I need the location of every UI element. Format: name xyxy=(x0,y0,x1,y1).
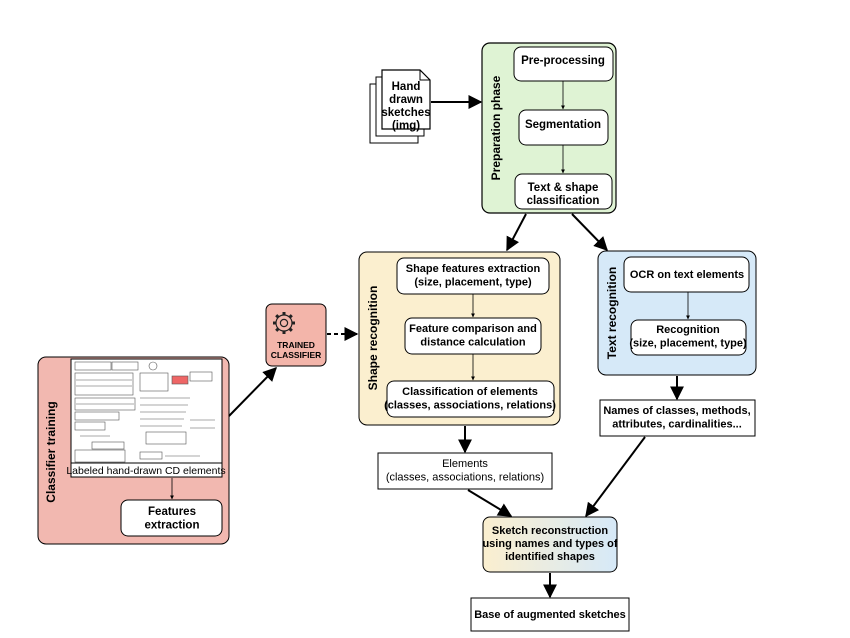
text-recognition-title: Text recognition xyxy=(605,267,619,359)
classification-of-elements-label: Classification of elements (classes, asso… xyxy=(384,386,556,412)
classifier-training-group: Classifier training xyxy=(37,356,230,545)
features-extraction-label: Features extraction xyxy=(145,506,200,532)
features-extraction-box xyxy=(120,499,223,537)
connectors xyxy=(170,81,690,599)
shape-recognition-group: Shape recognition Shape features extract… xyxy=(358,251,561,426)
segmentation-label: Segmentation xyxy=(525,119,601,131)
sketches-label-line: sketches xyxy=(381,107,430,119)
text-shape-classification-label-line: Text & shape xyxy=(528,182,599,194)
features-extraction-label-line: extraction xyxy=(145,520,200,532)
classification-of-elements-label-line: (classes, associations, relations) xyxy=(384,400,556,412)
sketches-label-line: Hand xyxy=(392,81,421,93)
ocr-box xyxy=(623,256,750,293)
names-output-box xyxy=(599,399,756,437)
gear-icon xyxy=(273,312,295,334)
sketch-reconstruction-label-line: using names and types of xyxy=(482,538,617,550)
arrow-preparation-to-text xyxy=(571,213,608,252)
preparation-phase-title: Preparation phase xyxy=(489,75,503,180)
sketches-label-line: drawn xyxy=(389,94,423,106)
features-extraction-label-line: Features xyxy=(148,506,196,518)
augmented-sketches-label-line: Base of augmented sketches xyxy=(474,609,626,621)
feature-comparison-label: Feature comparison and distance calculati… xyxy=(409,323,537,349)
recognition-label: Recognition (size, placement, type) xyxy=(629,324,747,350)
labeled-cd-elements-image xyxy=(70,358,223,478)
preprocessing-label: Pre-processing xyxy=(521,55,605,67)
arrow-elements-to-reconstruction xyxy=(467,489,513,517)
trained-classifier-label-line: Trained xyxy=(277,340,315,350)
arrow-training-to-classifier xyxy=(228,366,277,417)
names-output-label: Names of classes, methods, attributes, ca… xyxy=(603,405,750,431)
labeled-cd-elements-caption: Labeled hand-drawn CD elements xyxy=(66,465,225,477)
sketch-page-front xyxy=(381,69,431,130)
trained-classifier-label-line: classifier xyxy=(271,350,322,360)
arrow-preparation-to-shape xyxy=(506,213,527,252)
feature-comparison-label-line: Feature comparison and xyxy=(409,323,537,335)
classification-of-elements-label-line: Classification of elements xyxy=(402,386,538,398)
preparation-phase-group: Preparation phase Pre-processing Segment… xyxy=(481,42,617,214)
text-recognition-group: Text recognition OCR on text elements Re… xyxy=(597,250,757,376)
sketch-reconstruction-label-line: Sketch reconstruction xyxy=(492,525,608,537)
shape-features-extraction-label: Shape features extraction (size, placemen… xyxy=(406,263,541,289)
augmented-sketches-label: Base of augmented sketches xyxy=(474,609,626,621)
shape-recognition-title: Shape recognition xyxy=(366,286,380,391)
sketches-label-line: (img) xyxy=(392,120,420,132)
text-shape-classification-label-line: classification xyxy=(527,195,600,207)
segmentation-label-line: Segmentation xyxy=(525,119,601,131)
recognition-label-line: (size, placement, type) xyxy=(629,338,747,350)
segmentation-box xyxy=(518,109,609,146)
elements-output-label-line: Elements xyxy=(442,458,488,470)
ocr-label: OCR on text elements xyxy=(630,269,744,281)
text-shape-classification-box xyxy=(514,173,613,210)
sketch-reconstruction-label-line: identified shapes xyxy=(505,551,595,563)
recognition-label-line: Recognition xyxy=(656,324,720,336)
elements-output-label-line: (classes, associations, relations) xyxy=(386,472,544,484)
names-output-label-line: Names of classes, methods, xyxy=(603,405,750,417)
classification-of-elements-box xyxy=(386,380,555,418)
ocr-label-line: OCR on text elements xyxy=(630,269,744,281)
shape-features-extraction-label-line: Shape features extraction xyxy=(406,263,541,275)
feature-comparison-label-line: distance calculation xyxy=(420,337,525,349)
trained-classifier-box xyxy=(265,303,327,367)
shape-features-extraction-label-line: (size, placement, type) xyxy=(414,277,532,289)
preprocessing-label-line: Pre-processing xyxy=(521,55,605,67)
arrow-names-to-reconstruction xyxy=(585,436,646,518)
preprocessing-box xyxy=(513,46,614,82)
names-output-label-line: attributes, cardinalities... xyxy=(612,419,742,431)
elements-output-label: Elements (classes, associations, relation… xyxy=(386,458,544,484)
classifier-training-title: Classifier training xyxy=(44,401,58,502)
elements-output-box xyxy=(377,452,553,490)
augmented-sketches-box xyxy=(470,597,630,632)
sketch-reconstruction-box xyxy=(482,516,618,573)
recognition-box xyxy=(630,319,747,356)
